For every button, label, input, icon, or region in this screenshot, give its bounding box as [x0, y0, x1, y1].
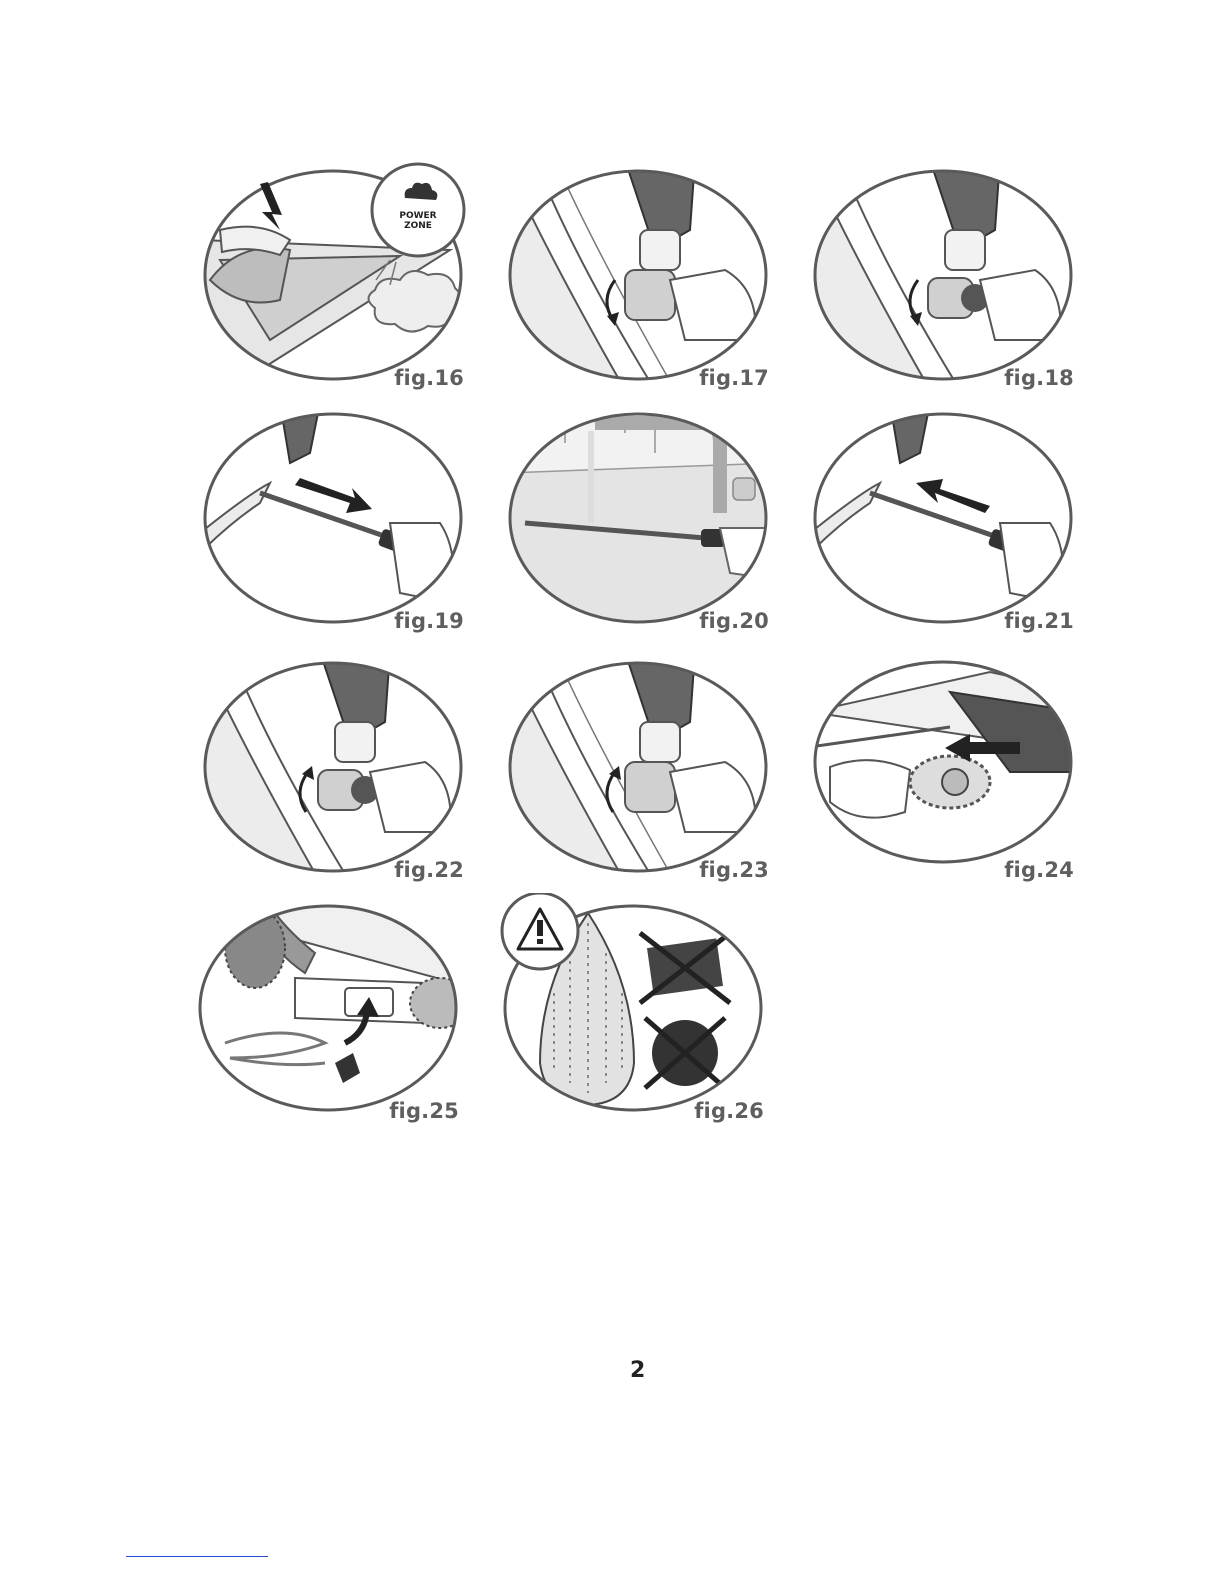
- figure-17: fig.17: [505, 160, 775, 390]
- figure-21: fig.21: [810, 403, 1080, 633]
- figure-label: fig.23: [699, 858, 769, 882]
- figure-label: fig.26: [694, 1099, 764, 1123]
- insert-anti-scale-rod-illustration: [810, 403, 1080, 633]
- figure-16: POWER ZONE fig.16: [200, 160, 470, 390]
- figure-23: fig.23: [505, 652, 775, 882]
- figure-19: fig.19: [200, 403, 470, 633]
- figure-label: fig.16: [394, 366, 464, 390]
- figure-label: fig.18: [1004, 366, 1074, 390]
- page-number: 2: [630, 1358, 645, 1383]
- soleplate-cleaning-warning-illustration: [500, 893, 770, 1123]
- cord-storage-illustration: [195, 893, 465, 1123]
- figure-26: fig.26: [500, 893, 770, 1123]
- power-zone-badge: [372, 164, 464, 256]
- figure-label: fig.17: [699, 366, 769, 390]
- figure-22: fig.22: [200, 652, 470, 882]
- figure-18: fig.18: [810, 160, 1080, 390]
- valve-unscrewed-illustration: [810, 160, 1080, 390]
- footer-rule: [126, 1556, 268, 1557]
- figure-label: fig.22: [394, 858, 464, 882]
- figure-24: fig.24: [810, 652, 1080, 882]
- screw-valve-back-illustration: [200, 652, 470, 882]
- badge-line-2: ZONE: [404, 221, 432, 231]
- tank-valve-turn-illustration: [505, 160, 775, 390]
- figure-label: fig.24: [1004, 858, 1074, 882]
- rinse-rod-under-tap-illustration: [505, 403, 775, 633]
- figure-label: fig.21: [1004, 609, 1074, 633]
- figure-label: fig.20: [699, 609, 769, 633]
- iron-power-zone-illustration: POWER ZONE: [200, 160, 470, 390]
- slide-iron-onto-base-illustration: [810, 652, 1080, 882]
- figure-label: fig.19: [394, 609, 464, 633]
- figure-20: fig.20: [505, 403, 775, 633]
- remove-anti-scale-rod-illustration: [200, 403, 470, 633]
- badge-line-1: POWER: [399, 211, 436, 221]
- tighten-valve-illustration: [505, 652, 775, 882]
- figure-label: fig.25: [389, 1099, 459, 1123]
- figure-25: fig.25: [195, 893, 465, 1123]
